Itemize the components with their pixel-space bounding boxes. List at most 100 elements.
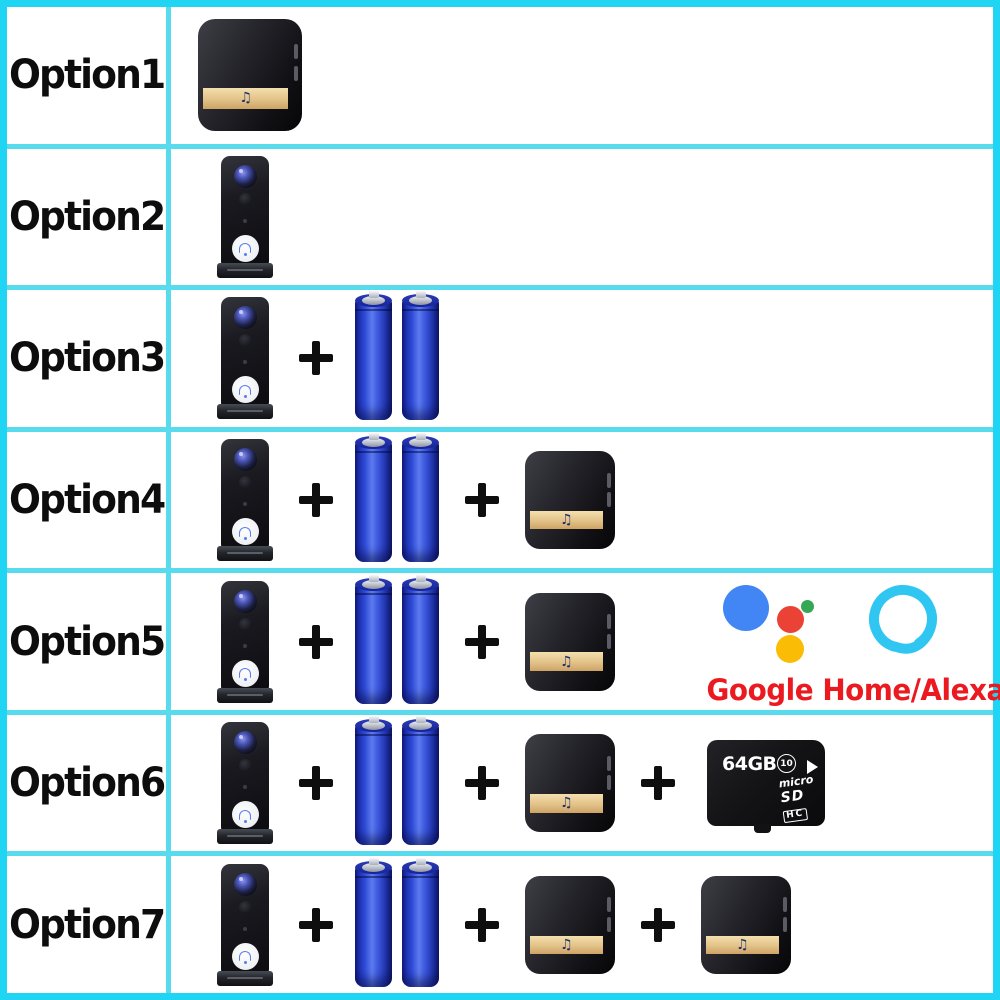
battery-pair [355,291,439,421]
bundle-row: Option4 ♫ [7,431,993,574]
doorbell-button [231,659,259,687]
sd-brand-hc: HC [782,808,809,824]
chime-receiver: ♫ [198,19,302,132]
doorbell-button [231,376,259,404]
doorbell-body [221,722,269,837]
bundle-row: Option5♫Google Home/Alexa [7,573,1000,715]
battery-terminal [409,438,432,448]
chime-gold-band: ♫ [529,652,604,671]
chime-gold-band: ♫ [203,87,289,109]
battery-terminal [409,862,432,872]
doorbell-body [221,580,269,695]
battery-terminal [409,579,432,589]
camera-lens-icon [233,589,257,613]
chime-side-slot [607,916,611,932]
chime-side-slot [294,43,298,59]
bundle-row: Option1 ♫ [7,7,993,149]
battery-groove [355,734,392,737]
chime-receiver: ♫ [525,734,615,833]
chime-receiver: ♫ [525,451,615,550]
mic-hole [243,785,247,790]
sd-card-notch [754,824,772,834]
battery-terminal [409,721,432,731]
bell-icon [239,951,251,965]
option-label: Option3 [8,335,166,382]
google-assistant-logo [707,577,825,673]
chime-gold-band: ♫ [705,935,780,955]
battery [402,291,439,421]
google-dot-green [801,599,814,613]
doorbell-camera [217,439,273,562]
battery-terminal [362,579,385,589]
battery [355,574,392,704]
battery-nub [415,716,426,724]
option-label: Option7 [8,901,166,948]
music-note-icon: ♫ [736,936,749,953]
plus-icon [299,907,333,942]
battery-pair [355,574,439,704]
chime-gold-band: ♫ [529,935,604,955]
battery-pair [355,716,439,846]
plus-icon [465,766,499,801]
mic-hole [243,502,247,507]
chime-gold-band: ♫ [529,510,604,530]
option-label-cell: Option7 [7,856,171,994]
battery-nub [415,857,426,865]
google-dot-blue [723,584,769,631]
doorbell-camera [217,297,273,420]
plus-icon [465,483,499,518]
option-label-cell: Option2 [7,148,171,286]
bundle-row: Option7 ♫ ♫ [7,856,993,994]
option-label: Option1 [8,52,166,99]
mounting-bracket [217,970,273,986]
google-dot-red [777,605,804,633]
option-label-cell: Option6 [7,714,171,852]
battery [355,291,392,421]
sd-capacity: 64GB [722,753,777,776]
doorbell-camera [217,722,273,845]
doorbell-camera [217,863,273,986]
motion-sensor-icon [238,617,252,631]
battery-terminal [362,862,385,872]
motion-sensor-icon [238,476,252,490]
bell-icon [239,384,251,398]
doorbell-button [231,942,259,970]
battery-terminal [362,296,385,306]
battery-nub [415,433,426,441]
motion-sensor-icon [238,334,252,348]
chime-receiver: ♫ [525,875,615,974]
doorbell-button [231,518,259,546]
bell-icon [239,809,251,823]
battery-groove [402,451,439,454]
option-label: Option4 [8,477,166,524]
battery-pair [355,857,439,987]
chime-side-slot [783,916,787,932]
option-label-cell: Option4 [7,431,171,569]
doorbell-camera [217,580,273,703]
music-note-icon: ♫ [239,90,253,107]
battery-groove [355,592,392,595]
battery [355,716,392,846]
plus-icon [465,907,499,942]
sd-arrow-icon [807,760,818,775]
mounting-bracket [217,546,273,562]
battery-pair [355,433,439,563]
music-note-icon: ♫ [560,936,573,953]
mounting-bracket [217,687,273,703]
plus-icon [465,624,499,659]
battery-groove [355,309,392,312]
assistant-caption: Google Home/Alexa [706,672,1000,707]
plus-icon [299,624,333,659]
battery-nub [368,433,379,441]
chime-side-slot [607,897,611,913]
battery-terminal [362,721,385,731]
plus-icon [299,766,333,801]
chime-side-slot [783,897,787,913]
battery-nub [368,716,379,724]
mic-hole [243,926,247,931]
battery [355,433,392,563]
camera-lens-icon [233,872,257,896]
